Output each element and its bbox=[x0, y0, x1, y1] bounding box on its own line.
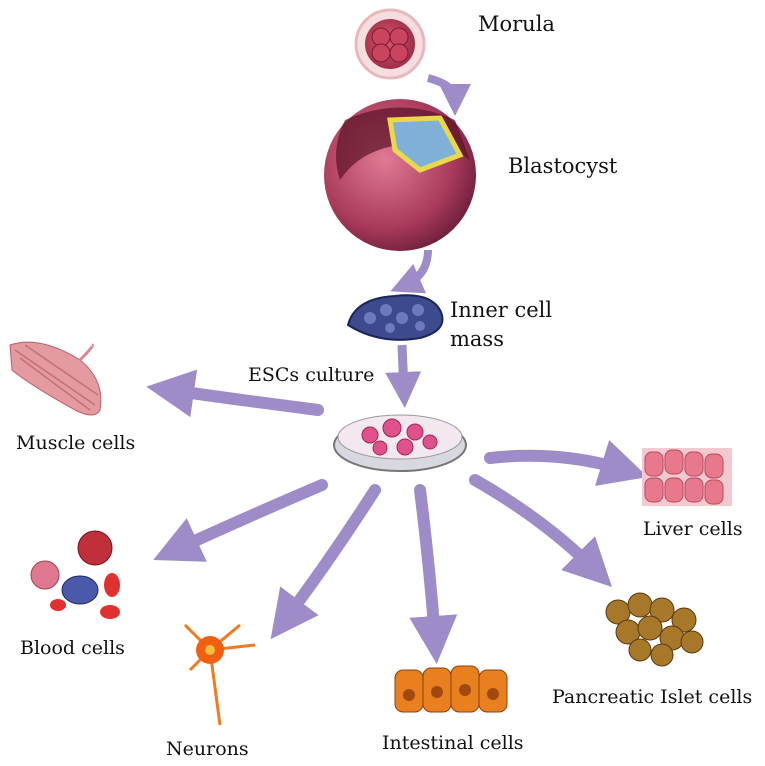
arrow-to-liver bbox=[484, 440, 648, 486]
muscle-cells-image bbox=[9, 341, 102, 416]
culture-dish-image bbox=[333, 414, 467, 472]
label-muscle-cells: Muscle cells bbox=[16, 432, 136, 454]
arrow-to-blood bbox=[153, 479, 328, 562]
label-blood-cells: Blood cells bbox=[20, 637, 125, 659]
arrow-blastocyst-to-icm bbox=[390, 249, 432, 294]
arrow-morula-to-blastocyst bbox=[426, 74, 471, 116]
arrow-to-intestinal bbox=[409, 484, 458, 664]
label-inner-cell-line2: mass bbox=[450, 327, 504, 351]
intestinal-cells-image bbox=[394, 665, 508, 713]
inner-cell-mass-image bbox=[346, 294, 444, 341]
label-escs-culture: ESCs culture bbox=[248, 364, 375, 386]
label-pancreatic-islet-cells: Pancreatic Islet cells bbox=[552, 686, 753, 708]
label-blastocyst: Blastocyst bbox=[508, 154, 618, 178]
arrow-icm-to-culture bbox=[385, 344, 422, 408]
pancreatic-islet-cells-image bbox=[605, 592, 704, 667]
arrow-to-neurons bbox=[270, 484, 381, 640]
arrow-to-pancreatic bbox=[469, 474, 612, 587]
morula-image bbox=[354, 8, 426, 80]
label-morula: Morula bbox=[478, 12, 555, 36]
neuron-image bbox=[183, 623, 256, 726]
blastocyst-image bbox=[324, 99, 476, 251]
arrow-to-muscle bbox=[146, 369, 324, 418]
label-liver-cells: Liver cells bbox=[643, 518, 743, 540]
label-intestinal-cells: Intestinal cells bbox=[382, 732, 524, 754]
liver-cells-image bbox=[642, 448, 732, 506]
label-inner-cell-line1: Inner cell bbox=[450, 298, 553, 322]
label-neurons: Neurons bbox=[166, 738, 249, 760]
blood-cells-image bbox=[30, 530, 120, 619]
